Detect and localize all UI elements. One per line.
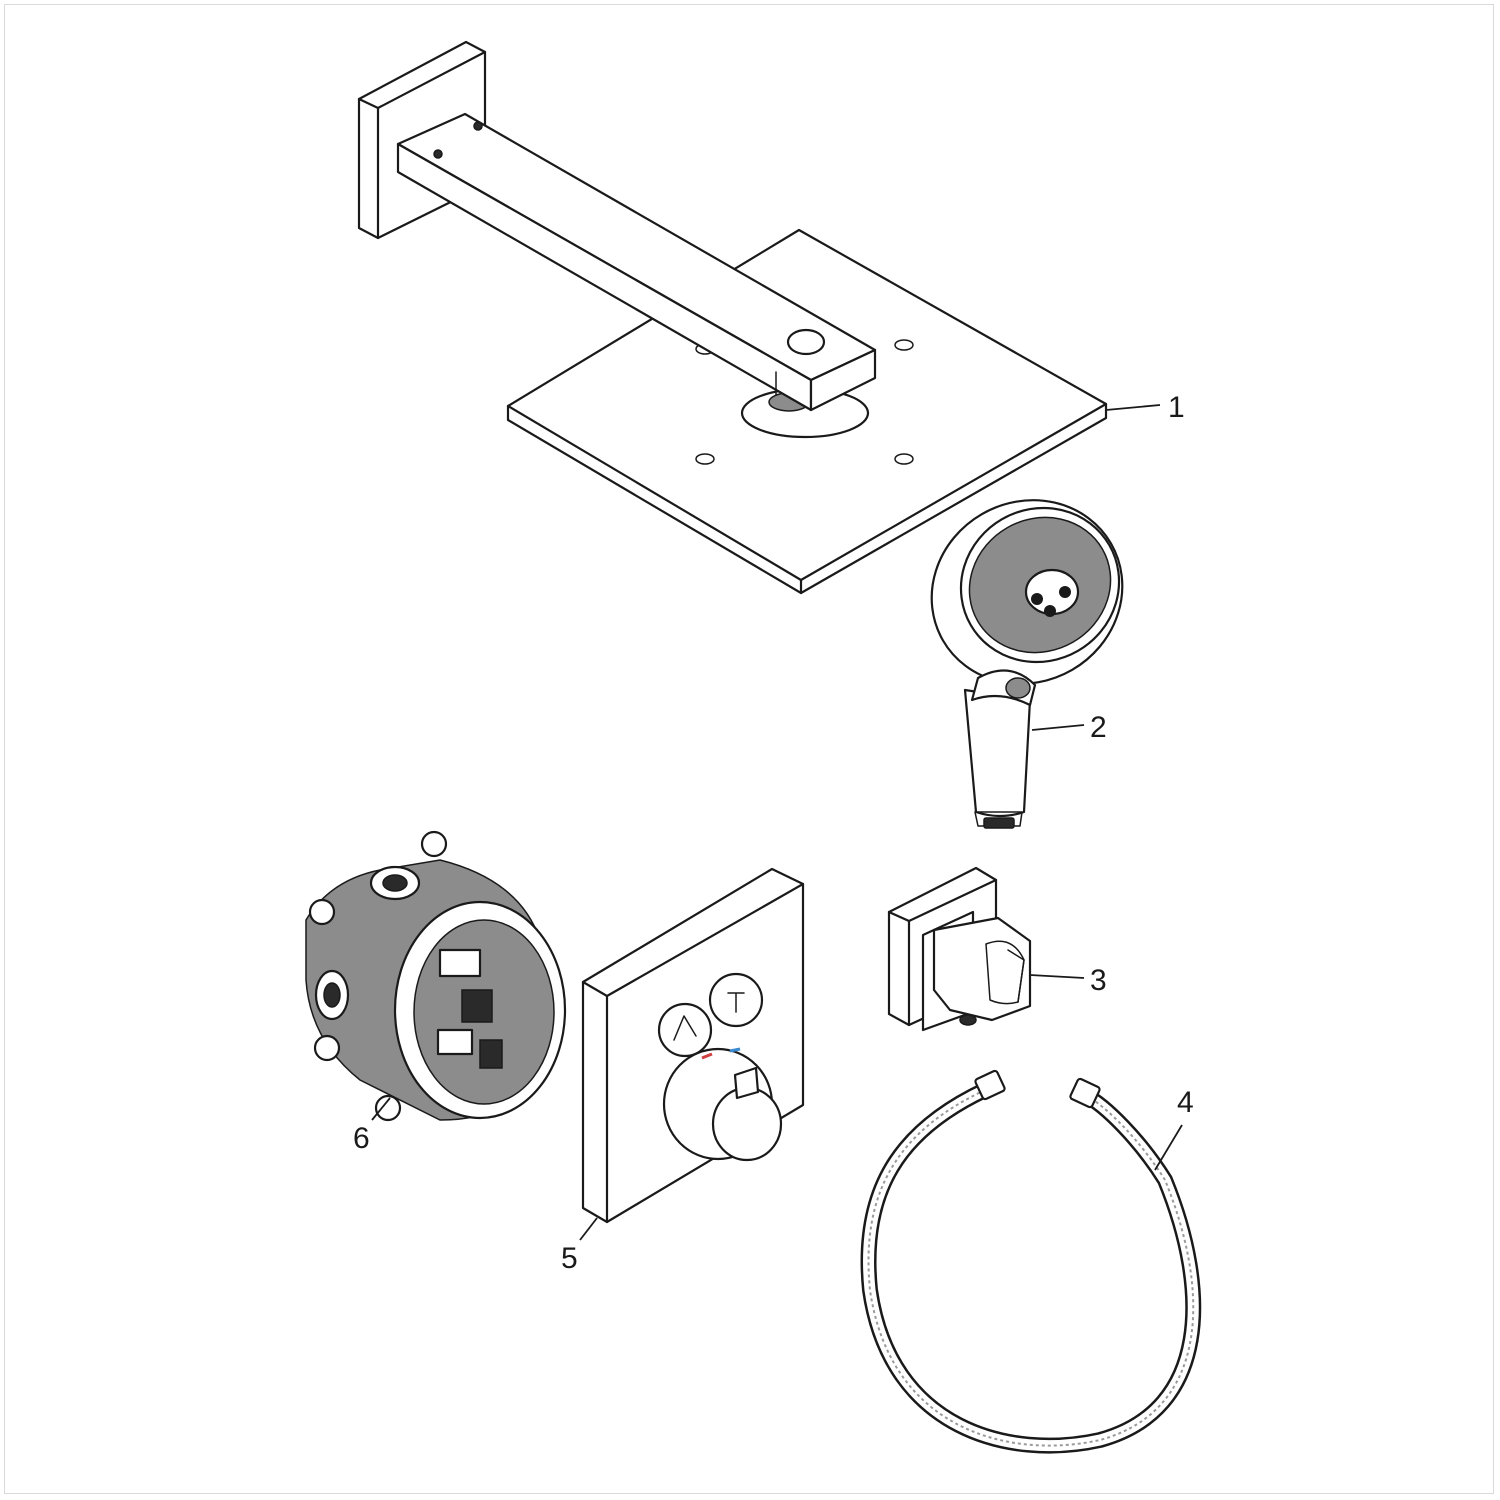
callout-5: 5 [561,1242,578,1275]
leader-5 [579,1217,598,1241]
basic-set-body-icon [305,830,567,1122]
wall-outlet-holder-icon [887,866,1032,1032]
leader-4 [1154,1124,1183,1171]
thermostat-dial [662,1047,783,1162]
hand-shower-icon [930,499,1124,829]
wall-arm [396,112,877,412]
shower-hose-icon [860,1069,1202,1454]
overhead-shower-with-wall-arm-icon [357,40,1108,595]
push-buttons [657,972,764,1058]
callout-4: 4 [1177,1086,1194,1119]
leader-1 [1105,404,1161,411]
leader-3 [1029,974,1085,979]
callout-1: 1 [1168,391,1185,424]
callout-2: 2 [1090,711,1107,744]
callout-3: 3 [1090,964,1107,997]
leader-6 [371,1097,391,1121]
callout-6: 6 [353,1122,370,1155]
thermostat-trim-icon [581,867,805,1224]
spray-nozzles [1024,568,1080,617]
valve-internals [436,948,503,1069]
leader-2 [1031,724,1085,731]
